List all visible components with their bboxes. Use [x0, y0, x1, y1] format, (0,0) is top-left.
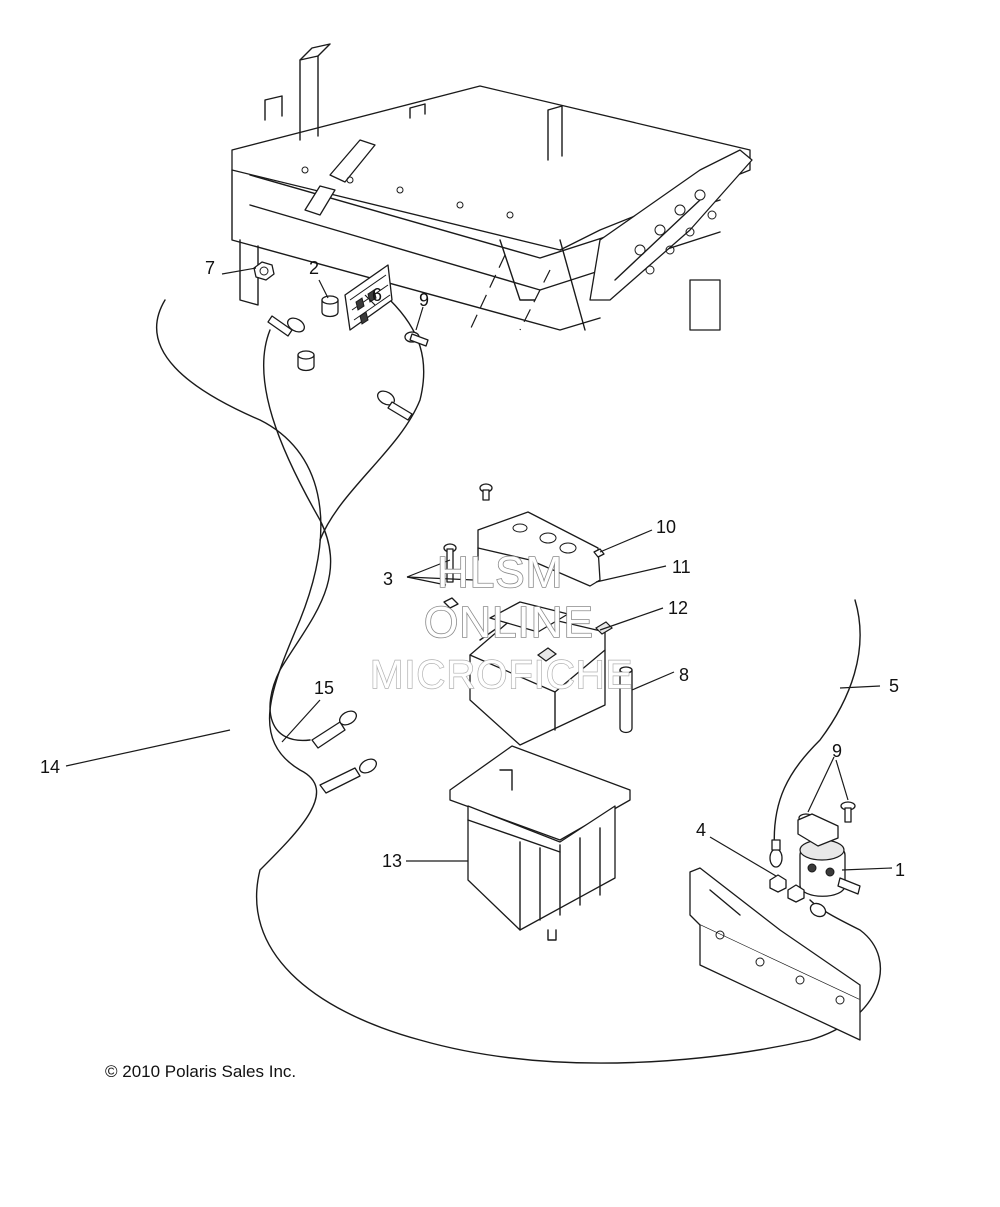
watermark-line-1: HLSM	[437, 548, 563, 597]
callout-12: 12	[668, 598, 688, 618]
callout-9-right: 9	[832, 741, 842, 761]
cable-5	[773, 599, 861, 856]
bus-bar-6	[344, 264, 393, 331]
callout-7: 7	[205, 258, 215, 278]
callout-2: 2	[309, 258, 319, 278]
watermark: HLSM ONLINE MICROFICHE	[369, 547, 633, 698]
leader-lines	[65, 267, 893, 877]
callout-15: 15	[314, 678, 334, 698]
callout-9-top: 9	[419, 290, 429, 310]
mounting-bracket	[689, 867, 861, 1041]
callout-10: 10	[656, 517, 676, 537]
alignment-line	[469, 254, 506, 331]
alignment-line	[519, 269, 551, 331]
ring-terminal	[319, 758, 378, 794]
callout-8: 8	[679, 665, 689, 685]
ring-terminal	[311, 710, 358, 749]
screw-9-top	[404, 331, 429, 347]
watermark-line-3: MICROFICHE	[370, 653, 633, 697]
battery-box-13	[449, 745, 631, 941]
callout-14: 14	[40, 757, 60, 777]
nut-7	[253, 261, 275, 281]
ring-terminal	[267, 315, 306, 337]
spacer-2	[321, 295, 339, 318]
callout-11: 11	[672, 557, 691, 577]
callout-1: 1	[895, 860, 905, 880]
callout-3: 3	[383, 569, 393, 589]
copyright: © 2010 Polaris Sales Inc.	[105, 1062, 296, 1081]
nut-4	[769, 874, 805, 903]
watermark-line-2: ONLINE	[424, 598, 594, 647]
bolt-top	[479, 483, 493, 501]
callout-13: 13	[382, 851, 402, 871]
bolt-3	[443, 543, 459, 609]
vent-tube-8	[619, 666, 633, 734]
callout-5: 5	[889, 676, 899, 696]
frame-crossmember	[231, 43, 753, 331]
battery-12	[469, 601, 613, 746]
spacer-2-lower	[297, 350, 315, 372]
solenoid-1	[797, 813, 861, 897]
ring-terminal	[376, 390, 413, 421]
ring-terminal	[809, 902, 827, 918]
ring-terminal	[769, 839, 783, 868]
hold-down-bracket-11	[477, 511, 601, 587]
cable-15	[262, 329, 332, 742]
callout-4: 4	[696, 820, 706, 840]
callout-6: 6	[372, 285, 382, 305]
